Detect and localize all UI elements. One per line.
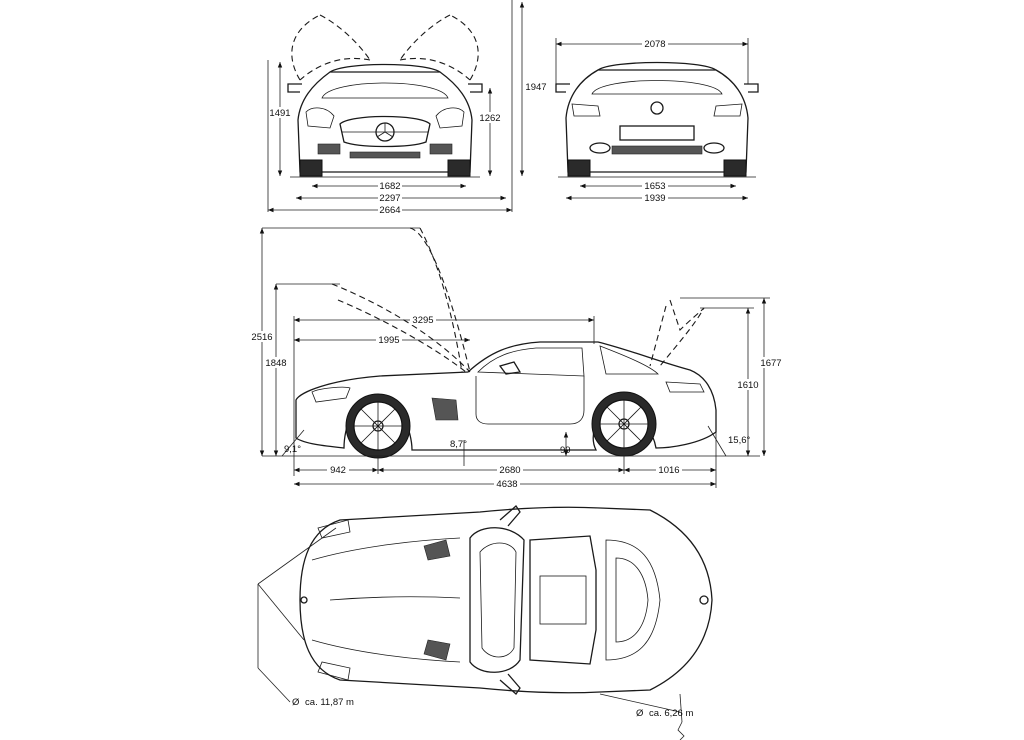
front-dimensions bbox=[267, 0, 525, 213]
diameter-symbol-inner: Ø bbox=[636, 708, 644, 719]
side-angle-front-label: 9,1° bbox=[284, 444, 301, 455]
front-dimension-labels: 1682 2297 2664 1491 1947 1262 bbox=[269, 81, 548, 216]
side-length-total-label: 4638 bbox=[496, 479, 517, 490]
side-dimensions bbox=[259, 227, 770, 488]
side-ground-clearance-label: 99 bbox=[560, 445, 571, 456]
front-width-open-label: 2664 bbox=[379, 205, 400, 216]
rear-dimension-labels: 2078 1653 1939 bbox=[642, 38, 668, 204]
diameter-symbol-outer: Ø bbox=[292, 697, 300, 708]
top-view bbox=[299, 505, 713, 695]
side-length-doors-reach-label: 3295 bbox=[412, 315, 433, 326]
turning-circle-inner-label: ca. 6,26 m bbox=[649, 708, 693, 719]
front-width-track-label: 1682 bbox=[379, 181, 400, 192]
side-angle-rear-label: 15,6° bbox=[728, 435, 750, 446]
side-height-trunk-open-label: 1677 bbox=[760, 358, 781, 369]
front-height-mirror-label: 1262 bbox=[479, 113, 500, 124]
side-angle-ramp-label: 8,7° bbox=[450, 439, 467, 450]
side-height-doors-open-label: 2516 bbox=[251, 332, 272, 343]
rear-width-mirrors-label: 2078 bbox=[644, 39, 665, 50]
side-wheelbase-label: 2680 bbox=[499, 465, 520, 476]
side-overhang-rear-label: 1016 bbox=[658, 465, 679, 476]
front-view bbox=[287, 14, 483, 178]
top-view-labels: Ø ca. 11,87 m Ø ca. 6,26 m bbox=[292, 697, 693, 719]
front-height-body-label: 1491 bbox=[269, 108, 290, 119]
side-length-front-door-label: 1995 bbox=[378, 335, 399, 346]
rear-view bbox=[555, 61, 759, 178]
side-view bbox=[262, 227, 760, 459]
side-height-trunk-partial-label: 1610 bbox=[737, 380, 758, 391]
top-turning-lines bbox=[257, 527, 685, 740]
side-overhang-front-label: 942 bbox=[330, 465, 346, 476]
side-height-roof-doors-label: 1848 bbox=[265, 358, 286, 369]
rear-width-track-label: 1653 bbox=[644, 181, 665, 192]
rear-width-body-label: 1939 bbox=[644, 193, 665, 204]
svg-text:Ø ca. 6,26 m: Ø ca. 6,26 m bbox=[636, 708, 693, 719]
turning-circle-outer-label: ca. 11,87 m bbox=[305, 697, 354, 708]
svg-text:Ø ca. 11,87 m: Ø ca. 11,87 m bbox=[292, 697, 354, 708]
front-width-body-label: 2297 bbox=[379, 193, 400, 204]
front-height-doors-label: 1947 bbox=[525, 82, 546, 93]
side-dimension-labels: 2516 1848 3295 1995 1677 1610 942 2680 1… bbox=[250, 314, 784, 490]
